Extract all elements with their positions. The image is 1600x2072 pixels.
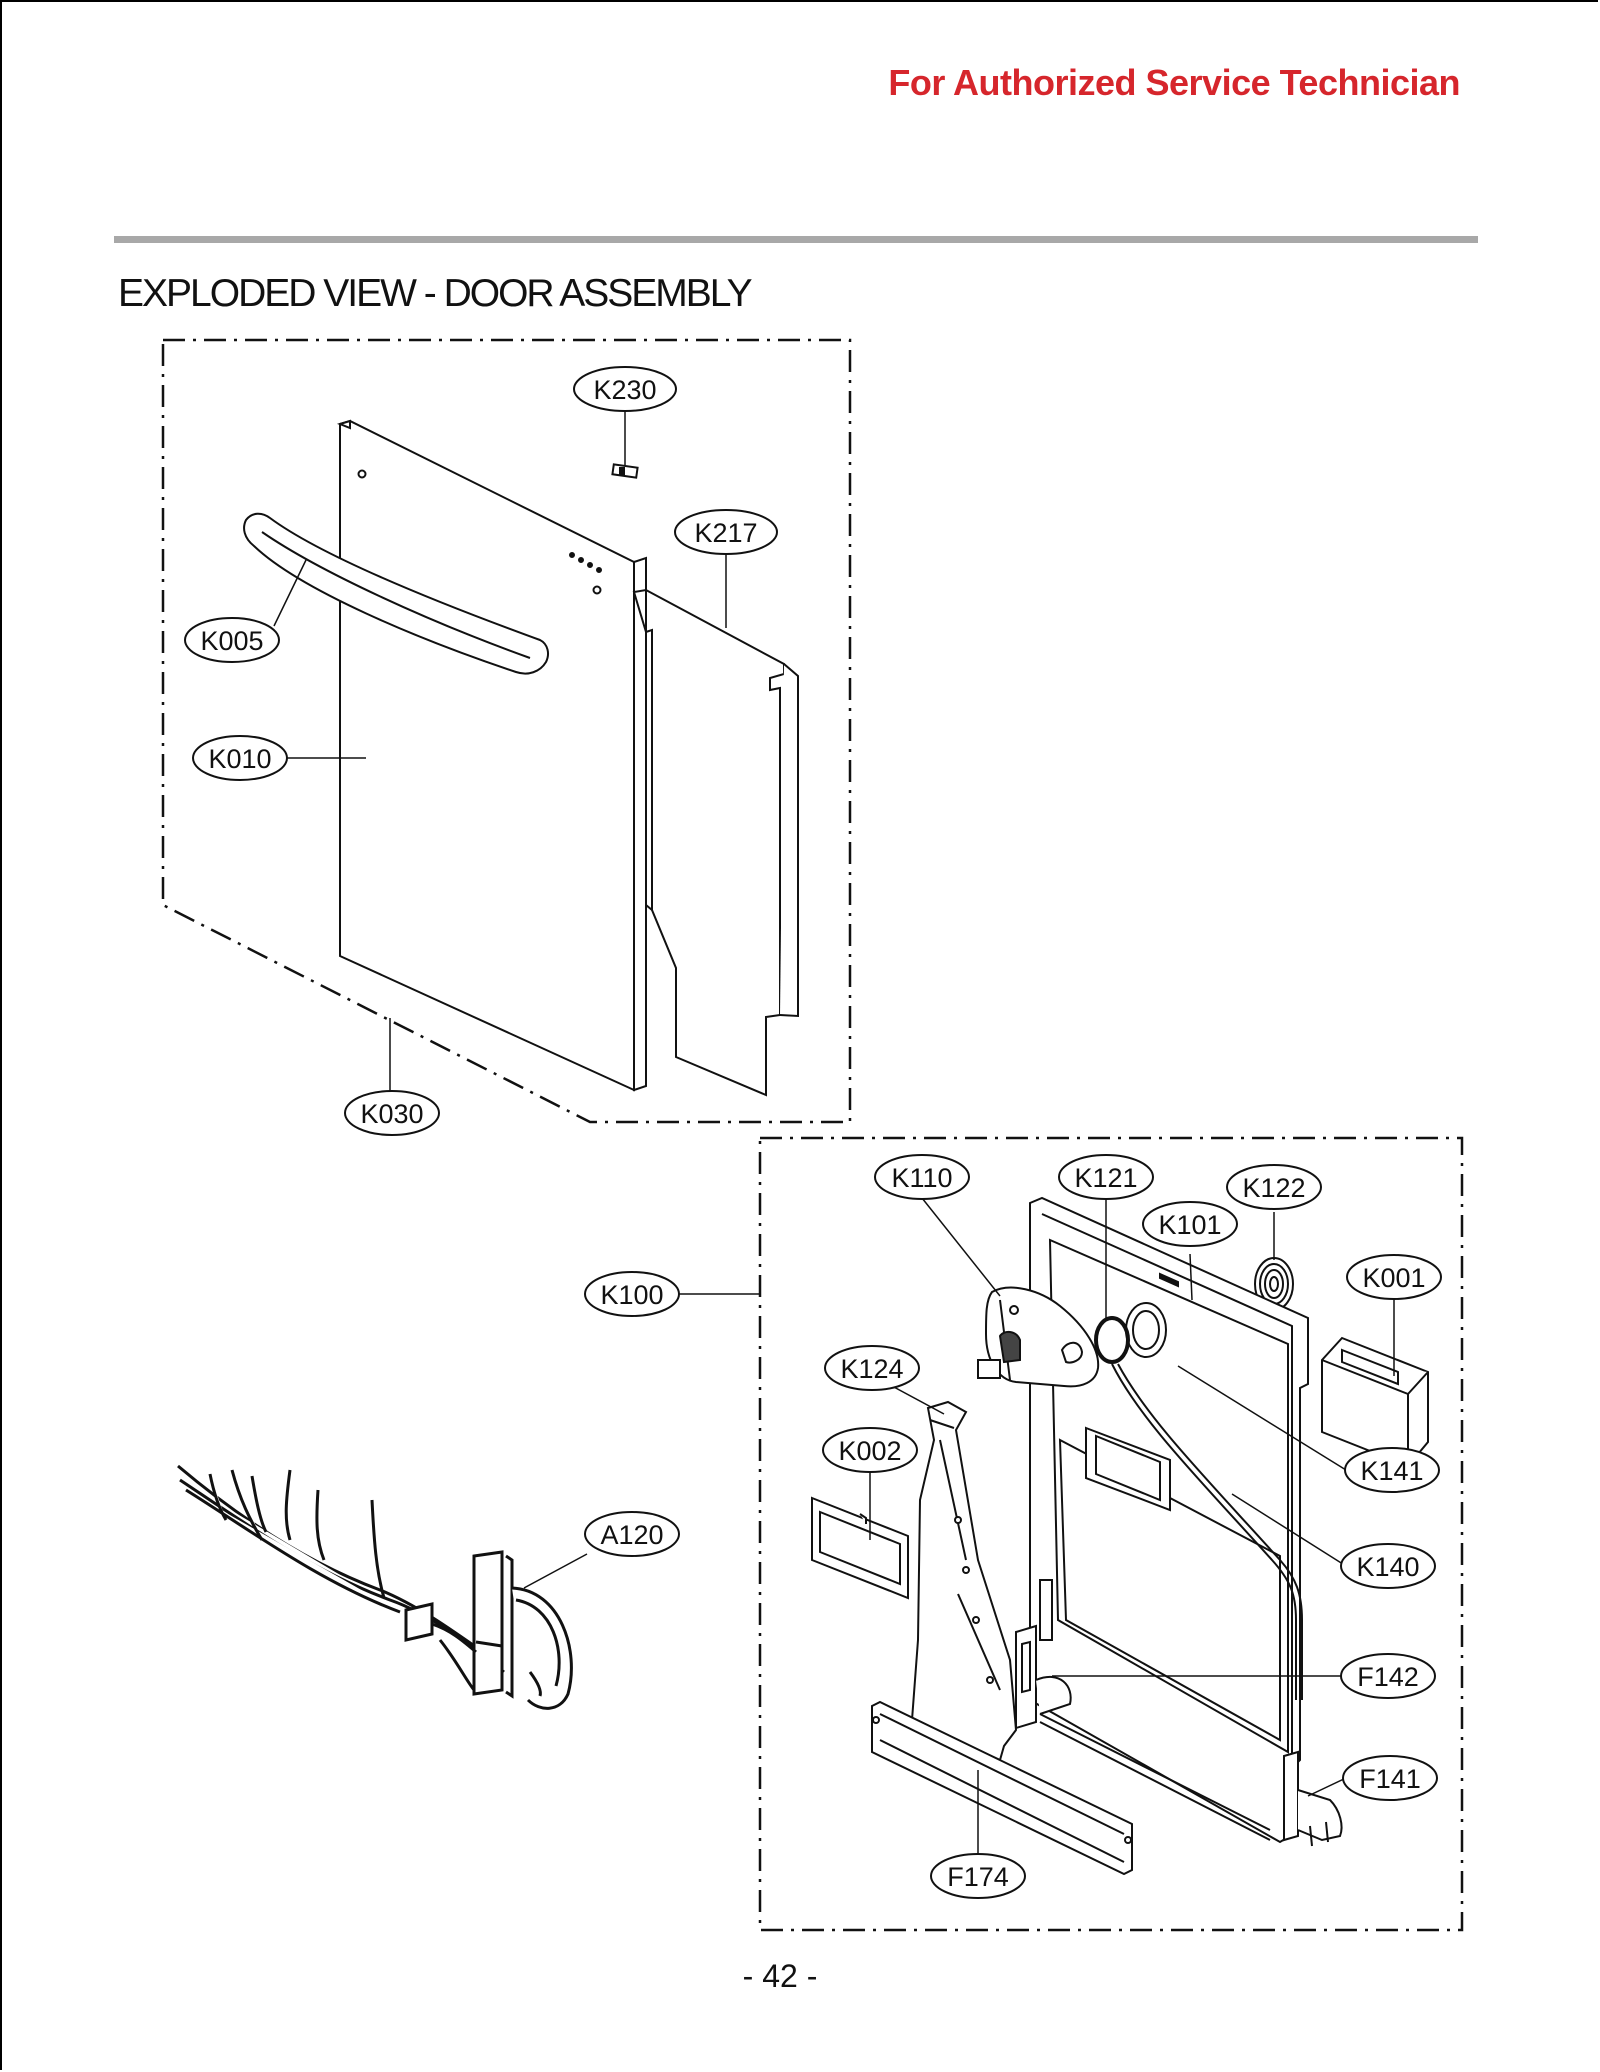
door-handle — [243, 512, 549, 675]
door-panel — [336, 419, 647, 1092]
callout-k217: K217 — [694, 518, 757, 548]
leader-lines — [273, 410, 1395, 1856]
callout-bubbles — [184, 366, 1442, 1899]
callout-k005: K005 — [200, 626, 263, 656]
callout-k030: K030 — [360, 1099, 423, 1129]
page-number: - 42 - — [742, 1958, 818, 1994]
clip-part — [611, 463, 639, 479]
callout-k121: K121 — [1074, 1163, 1137, 1193]
callout-f174: F174 — [947, 1862, 1009, 1892]
callout-k230: K230 — [593, 375, 656, 405]
inner-panel — [632, 588, 799, 1097]
callout-k100: K100 — [600, 1280, 663, 1310]
header-rule — [114, 236, 1478, 243]
callout-k002: K002 — [838, 1436, 901, 1466]
page-title: EXPLODED VIEW - DOOR ASSEMBLY — [118, 272, 753, 315]
control-module — [1321, 1336, 1429, 1468]
wire-harness — [177, 1464, 573, 1710]
callout-k001: K001 — [1362, 1263, 1425, 1293]
callout-k110: K110 — [891, 1163, 952, 1193]
inner-door-liner — [1029, 1196, 1309, 1844]
hinge-arm — [1283, 1750, 1343, 1847]
dispenser-hose — [1111, 1363, 1303, 1700]
callout-f142: F142 — [1357, 1662, 1419, 1692]
callout-k010: K010 — [208, 744, 271, 774]
callout-k140: K140 — [1356, 1552, 1419, 1582]
detergent-dispenser — [977, 1286, 1100, 1388]
callout-f141: F141 — [1359, 1764, 1421, 1794]
dispenser-oring — [1094, 1316, 1130, 1364]
service-technician-note: For Authorized Service Technician — [888, 62, 1460, 103]
callout-a120: A120 — [600, 1520, 663, 1550]
callout-k124: K124 — [840, 1354, 903, 1384]
vent-cover-frame — [811, 1496, 909, 1600]
air-duct — [910, 1400, 1018, 1762]
callout-k122: K122 — [1242, 1173, 1305, 1203]
toe-kick-strip — [871, 1700, 1133, 1876]
hinge-bracket — [1015, 1579, 1271, 1841]
k100-group-boundary — [758, 1136, 1464, 1932]
callout-k101: K101 — [1158, 1210, 1221, 1240]
k030-group-boundary — [161, 338, 852, 1124]
callout-k141: K141 — [1360, 1456, 1423, 1486]
